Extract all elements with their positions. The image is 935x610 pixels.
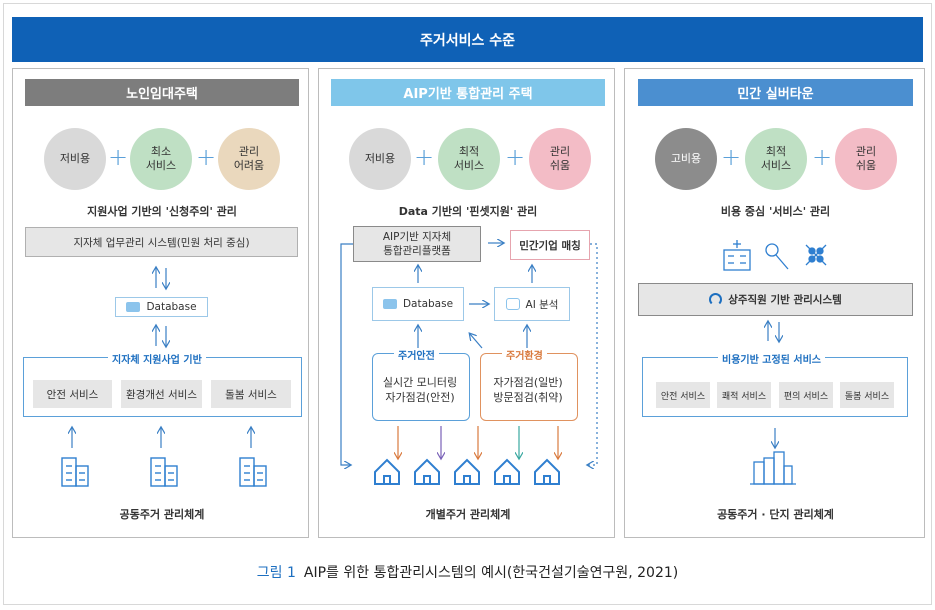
panel3-arrows <box>768 322 779 447</box>
caption-figure-number: 그림 1 <box>256 565 296 581</box>
panel1-circle-1: 저비용 <box>44 128 106 190</box>
headset-icon <box>709 293 723 306</box>
robot-icon <box>505 298 520 310</box>
panel3-title: 민간 실버타운 <box>638 79 913 106</box>
service-level-header: 주거서비스 수준 <box>12 17 923 62</box>
panel1-subtitle: 지원사업 기반의 '신청주의' 관리 <box>87 205 237 218</box>
house-icon <box>534 458 560 485</box>
molecule-icon <box>805 244 827 266</box>
plus-icon: + <box>812 143 833 171</box>
panel2-ai-label: AI 분석 <box>525 298 559 311</box>
panel2-circle-3: 관리 쉬움 <box>529 128 591 190</box>
plus-icon: + <box>505 143 526 171</box>
panel1-circle-2: 최소 서비스 <box>130 128 192 190</box>
panel3-service-care: 돌봄 서비스 <box>840 382 894 408</box>
caption-text: AIP를 위한 통합관리시스템의 예시(한국건설기술연구원, 2021) <box>303 565 679 581</box>
panel3-footer: 공동주거 · 단지 관리체계 <box>717 508 834 521</box>
panel3-circle-2: 최적 서비스 <box>745 128 807 190</box>
panel2-service-arrows <box>398 426 558 458</box>
panel3-circle-3: 관리 쉬움 <box>835 128 897 190</box>
house-icon <box>454 458 480 485</box>
panel2-safety-body: 실시간 모니터링 자가점검(안전) <box>382 376 458 404</box>
plus-icon: + <box>414 143 435 171</box>
building-icon <box>239 457 267 487</box>
database-icon <box>126 302 141 312</box>
panel2-database-label: Database <box>402 298 454 310</box>
hospital-icon <box>723 240 751 271</box>
building-icon <box>150 457 178 487</box>
panel2-footer: 개별주거 관리체계 <box>425 508 511 521</box>
panel3-system-label: 상주직원 기반 관리시스템 <box>728 294 842 306</box>
plus-icon: + <box>196 143 217 171</box>
panel1-system-box: 지자체 업무관리 시스템(민원 처리 중심) <box>25 227 298 257</box>
panel2-circle-1: 저비용 <box>349 128 411 190</box>
panel1-title: 노인임대주택 <box>25 79 299 106</box>
panel2-arrows <box>340 243 598 465</box>
panel1-database-label: Database <box>146 301 197 313</box>
panel1-footer: 공동주거 관리체계 <box>119 508 205 521</box>
panel2-platform-box: AIP기반 지자체 통합관리플랫폼 <box>353 226 481 262</box>
panel2-safety-title: 주거안전 <box>394 347 439 362</box>
figure-caption: 그림 1 AIP를 위한 통합관리시스템의 예시(한국건설기술연구원, 2021) <box>0 562 935 582</box>
panel2-match-box: 민간기업 매칭 <box>510 230 590 260</box>
panel3-service-convenience: 편의 서비스 <box>779 382 833 408</box>
panel3-group-label: 비용기반 고정된 서비스 <box>718 351 825 366</box>
panel2-env-title: 주거환경 <box>502 347 547 362</box>
panel3-service-comfort: 쾌적 서비스 <box>717 382 771 408</box>
panel2-database-box: Database <box>372 287 464 321</box>
panel1-arrows <box>72 268 251 448</box>
panel2-ai-box: AI 분석 <box>494 287 570 321</box>
city-icon <box>750 451 796 485</box>
house-icon <box>414 458 440 485</box>
house-icon <box>494 458 520 485</box>
panel2-circle-2: 최적 서비스 <box>438 128 500 190</box>
panel3-subtitle: 비용 중심 '서비스' 관리 <box>720 205 831 218</box>
panel2-title: AIP기반 통합관리 주택 <box>331 79 605 106</box>
panel1-service-care: 돌봄 서비스 <box>211 380 291 408</box>
panel1-group-label: 지자체 지원사업 기반 <box>108 351 206 366</box>
panel2-env-body: 자가점검(일반) 방문점검(취약) <box>493 376 563 404</box>
panel3-service-safety: 안전 서비스 <box>656 382 710 408</box>
panel3-system-box: 상주직원 기반 관리시스템 <box>638 283 913 316</box>
plus-icon: + <box>108 143 129 171</box>
plus-icon: + <box>721 143 742 171</box>
panel2-subtitle: Data 기반의 '핀셋지원' 관리 <box>398 205 538 218</box>
panel1-database-box: Database <box>115 297 208 317</box>
panel1-service-environment: 환경개선 서비스 <box>121 380 202 408</box>
database-icon <box>382 299 397 309</box>
microphone-icon <box>765 243 789 270</box>
panel3-circle-1: 고비용 <box>655 128 717 190</box>
panel1-circle-3: 관리 어려움 <box>218 128 280 190</box>
panel1-service-safety: 안전 서비스 <box>33 380 112 408</box>
house-icon <box>374 458 400 485</box>
building-icon <box>61 457 89 487</box>
